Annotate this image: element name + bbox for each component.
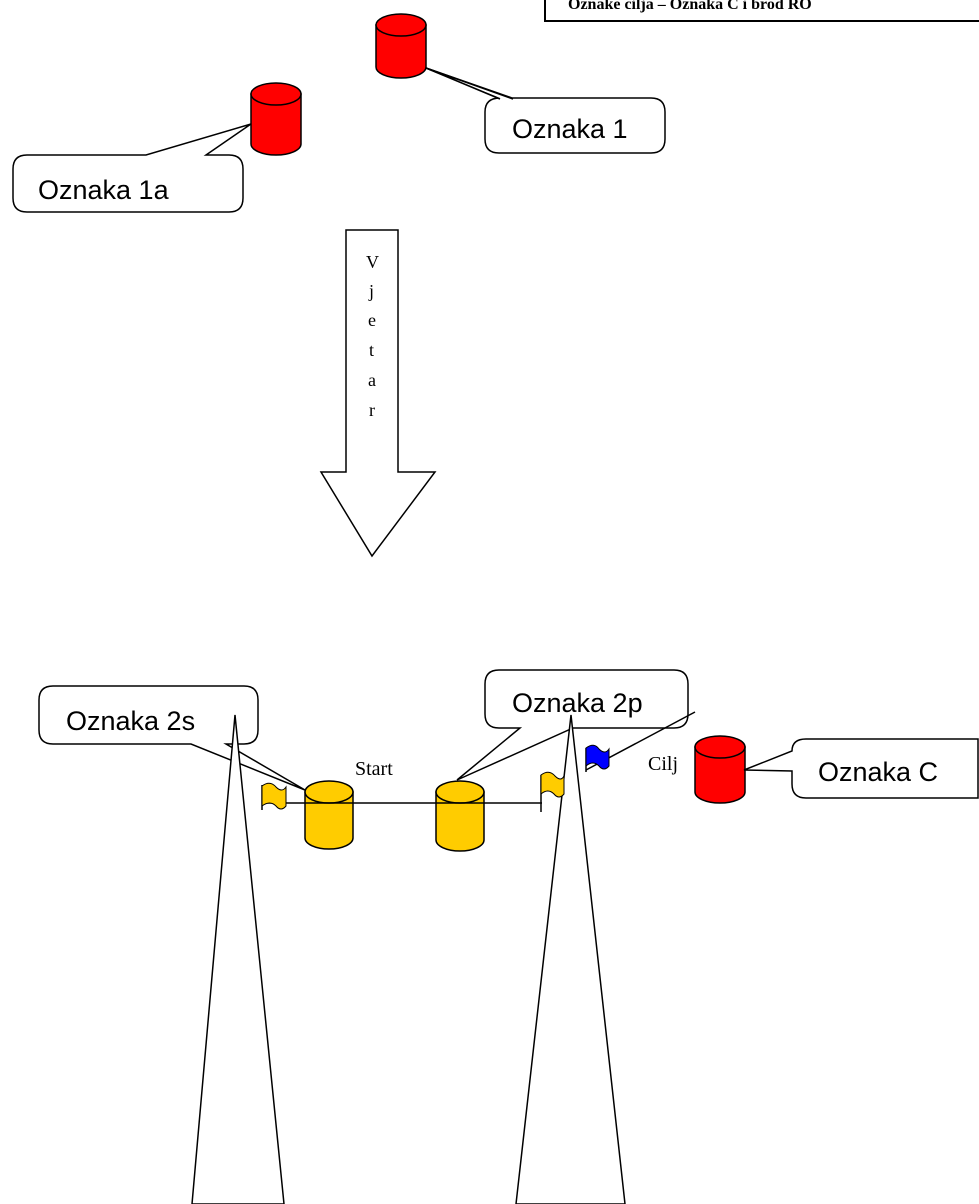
wind-letter: e xyxy=(368,310,376,330)
oznaka-1-label: Oznaka 1 xyxy=(512,114,628,144)
blue-flag-icon xyxy=(585,744,610,770)
wind-letter: t xyxy=(369,340,374,360)
yellow-flag-icon xyxy=(261,782,287,810)
callout-oznaka-2s: Oznaka 2s xyxy=(38,685,306,791)
buoy-top xyxy=(435,780,485,804)
buoy-top xyxy=(375,13,427,37)
buoy-top xyxy=(694,735,746,759)
buoy-body xyxy=(435,791,485,852)
committee-boat-right xyxy=(515,714,626,1204)
mark-oznaka-c xyxy=(694,735,746,804)
buoy-body xyxy=(375,24,427,79)
buoy-body xyxy=(250,93,302,156)
mark-oznaka-2s xyxy=(304,780,354,850)
mark-oznaka-2p xyxy=(435,780,485,852)
wind-letter: a xyxy=(368,370,376,390)
wind-letter: r xyxy=(369,400,375,420)
oznaka-2s-label: Oznaka 2s xyxy=(66,706,195,736)
callout-oznaka-1a: Oznaka 1a xyxy=(12,123,252,213)
start-label: Start xyxy=(355,758,393,780)
wind-letter: V xyxy=(366,252,379,272)
mark-oznaka-1 xyxy=(375,13,427,79)
buoy-top xyxy=(250,82,302,106)
header-caption: Oznake cilja – Oznaka C i brod RO xyxy=(544,0,979,22)
callout-oznaka-1: Oznaka 1 xyxy=(425,67,666,154)
wind-arrow: V j e t a r xyxy=(319,229,437,558)
buoy-body xyxy=(694,746,746,804)
oznaka-1a-label: Oznaka 1a xyxy=(38,175,170,205)
oznaka-2p-label: Oznaka 2p xyxy=(512,688,643,718)
buoy-body xyxy=(304,791,354,850)
buoy-top xyxy=(304,780,354,804)
finish-label: Cilj xyxy=(648,753,678,775)
callout-oznaka-c: Oznaka C xyxy=(743,738,979,799)
oznaka-c-label: Oznaka C xyxy=(818,757,938,787)
wind-letter: j xyxy=(368,281,374,301)
start-boat-left xyxy=(191,714,287,1204)
mark-oznaka-1a xyxy=(250,82,302,156)
yellow-flag-icon xyxy=(540,771,565,798)
